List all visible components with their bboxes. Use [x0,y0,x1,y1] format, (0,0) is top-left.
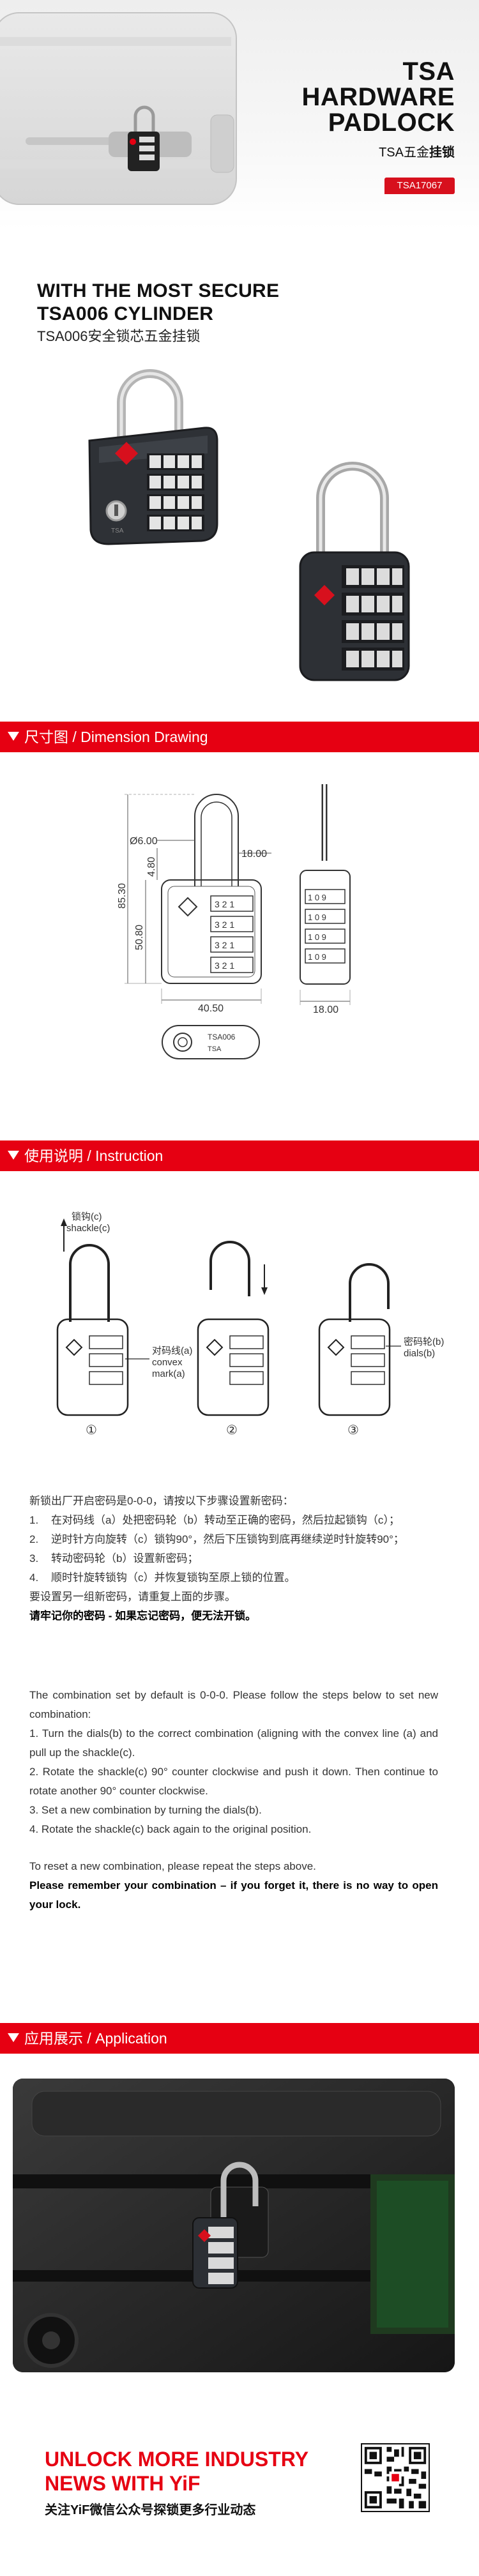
hero-title-line1: TSA [402,57,455,86]
qr-code-icon[interactable] [361,2443,430,2512]
padlock-front-image: TSA [88,369,218,545]
dim-bottom-mark: TSA [208,1045,222,1053]
dial-column [147,453,204,531]
cn-step-4: 4. 顺时针旋转锁钩（c）并恢复锁钩至原上锁的位置。 [29,1568,438,1587]
application-photo [13,2079,455,2372]
cn-warning: 请牢记你的密码 - 如果忘记密码，便无法开锁。 [29,1610,257,1622]
cn-step-1-text: 在对码线（a）处把密码轮（b）转动至正确的密码，然后拉起锁钩（c）； [51,1514,400,1526]
dim-dial-digit-1: 3 2 1 [215,899,234,909]
footer-subtitle: 关注YiF微信公众号探锁更多行业动态 [45,2503,256,2517]
product-heading-cn: TSA006安全锁芯五金挂锁 [37,328,201,344]
dim-dial-digit-4: 3 2 1 [215,960,234,971]
section-bar-instruction: 使用说明 / Instruction [0,1140,479,1171]
en-step-1: 1. Turn the dials(b) to the correct comb… [29,1727,438,1759]
arrow-down-icon [8,2033,19,2042]
suitcase-image [0,12,237,205]
dim-dial-digit-3: 3 2 1 [215,940,234,950]
footer-title-line1: UNLOCK MORE INDUSTRY [45,2448,309,2471]
product-heading: WITH THE MOST SECURE TSA006 CYLINDER TSA… [37,280,279,346]
cn-step-2-text: 逆时针方向旋转（c）锁钩90°，然后下压锁钩到底再继续逆时针旋转90°； [51,1533,404,1545]
dim-side-digits-1: 1 0 9 [308,893,326,902]
ins-dials-cn: 密码轮(b) [404,1337,444,1347]
footer-title: UNLOCK MORE INDUSTRY NEWS WITH YiF [45,2447,308,2496]
cn-step-3-text: 转动密码轮（b）设置新密码； [51,1552,199,1565]
cn-step-4-num: 4. [29,1572,39,1584]
hero-banner: TSA HARDWARE PADLOCK TSA五金挂锁 TSA17067 [0,0,479,230]
cn-step-1: 1. 在对码线（a）处把密码轮（b）转动至正确的密码，然后拉起锁钩（c）； [29,1511,438,1530]
arrow-down-icon [8,1151,19,1160]
ins-step-1: ① [86,1423,97,1437]
dim-diameter: Ø6.00 [130,836,158,847]
svg-text:TSA: TSA [111,527,124,534]
instruction-text-cn: 新锁出厂开启密码是0-0-0，请按以下步骤设置新密码： 1. 在对码线（a）处把密… [29,1492,438,1626]
dim-total-height: 85.30 [117,883,128,909]
arrow-down-icon [8,732,19,741]
product-heading-line1: WITH THE MOST SECURE [37,280,280,301]
instruction-text-en: The combination set by default is 0-0-0.… [29,1686,438,1914]
dim-side-digits-4: 1 0 9 [308,952,326,962]
section-label-application: 应用展示 / Application [24,2030,167,2047]
section-bar-dimension: 尺寸图 / Dimension Drawing [0,722,479,752]
cn-step-2-num: 2. [29,1533,39,1545]
ins-dials-en: dials(b) [404,1348,435,1359]
dim-dial-digit-2: 3 2 1 [215,920,234,930]
ins-convex-en1: convex [152,1357,183,1368]
cn-step-2: 2. 逆时针方向旋转（c）锁钩90°，然后下压锁钩到底再继续逆时针旋转90°； [29,1530,438,1549]
cn-step-1-num: 1. [29,1514,39,1526]
en-intro: The combination set by default is 0-0-0.… [29,1689,438,1720]
ins-shackle-cn: 锁钩(c) [72,1211,102,1222]
product-heading-line2: TSA006 CYLINDER [37,303,214,324]
dim-top-width: 18.00 [241,849,267,860]
cn-reset: 要设置另一组新密码，请重复上面的步骤。 [29,1591,236,1603]
en-warning: Please remember your combination – if yo… [29,1879,438,1911]
en-reset: To reset a new combination, please repea… [29,1860,316,1872]
hero-subtitle-bold: 挂锁 [429,146,455,160]
footer-title-line2: NEWS WITH YiF [45,2472,201,2495]
cn-step-3: 3. 转动密码轮（b）设置新密码； [29,1549,438,1568]
cn-step-4-text: 顺时针旋转锁钩（c）并恢复锁钩至原上锁的位置。 [51,1572,296,1584]
dimension-drawing: 3 2 1 3 2 1 3 2 1 3 2 1 Ø6.00 18.00 85.3… [117,784,351,1059]
dim-bottom-label: TSA006 [208,1033,236,1042]
en-step-4: 4. Rotate the shackle(c) back again to t… [29,1823,312,1835]
ins-shackle-en: shackle(c) [66,1223,110,1234]
en-step-3: 3. Set a new combination by turning the … [29,1804,262,1816]
cn-step-3-num: 3. [29,1552,39,1565]
section-label-instruction: 使用说明 / Instruction [24,1148,163,1164]
case-with-lock-image [13,2079,455,2372]
dim-body-height: 50.80 [134,925,145,950]
hero-subtitle-prefix: TSA五金 [379,146,429,160]
padlock-side-image [299,462,410,681]
ins-convex-en2: mark(a) [152,1368,185,1379]
hero-subtitle: TSA五金挂锁 [301,142,455,160]
dim-small-height: 4.80 [146,857,157,877]
ins-step-3: ③ [347,1423,359,1437]
instruction-diagram: 锁钩(c) shackle(c) 对码线(a) convex mark(a) ①… [56,1211,444,1437]
dim-side-digits-3: 1 0 9 [308,932,326,942]
section-bar-application: 应用展示 / Application [0,2023,479,2054]
hero-title-line3: PADLOCK [328,109,455,137]
ins-step-2: ② [226,1423,238,1437]
en-step-2: 2. Rotate the shackle(c) 90° counter clo… [29,1766,438,1797]
cn-intro: 新锁出厂开启密码是0-0-0，请按以下步骤设置新密码： [29,1495,294,1507]
dim-bottom-width: 40.50 [198,1003,224,1014]
hero-title: TSA HARDWARE PADLOCK TSA五金挂锁 [301,59,455,160]
model-badge: TSA17067 [384,178,455,194]
dim-side-digits-2: 1 0 9 [308,913,326,922]
ins-convex-cn: 对码线(a) [152,1345,192,1356]
dim-side-width: 18.00 [313,1004,338,1015]
hero-title-line2: HARDWARE [301,83,455,111]
section-label-dimension: 尺寸图 / Dimension Drawing [24,729,208,745]
